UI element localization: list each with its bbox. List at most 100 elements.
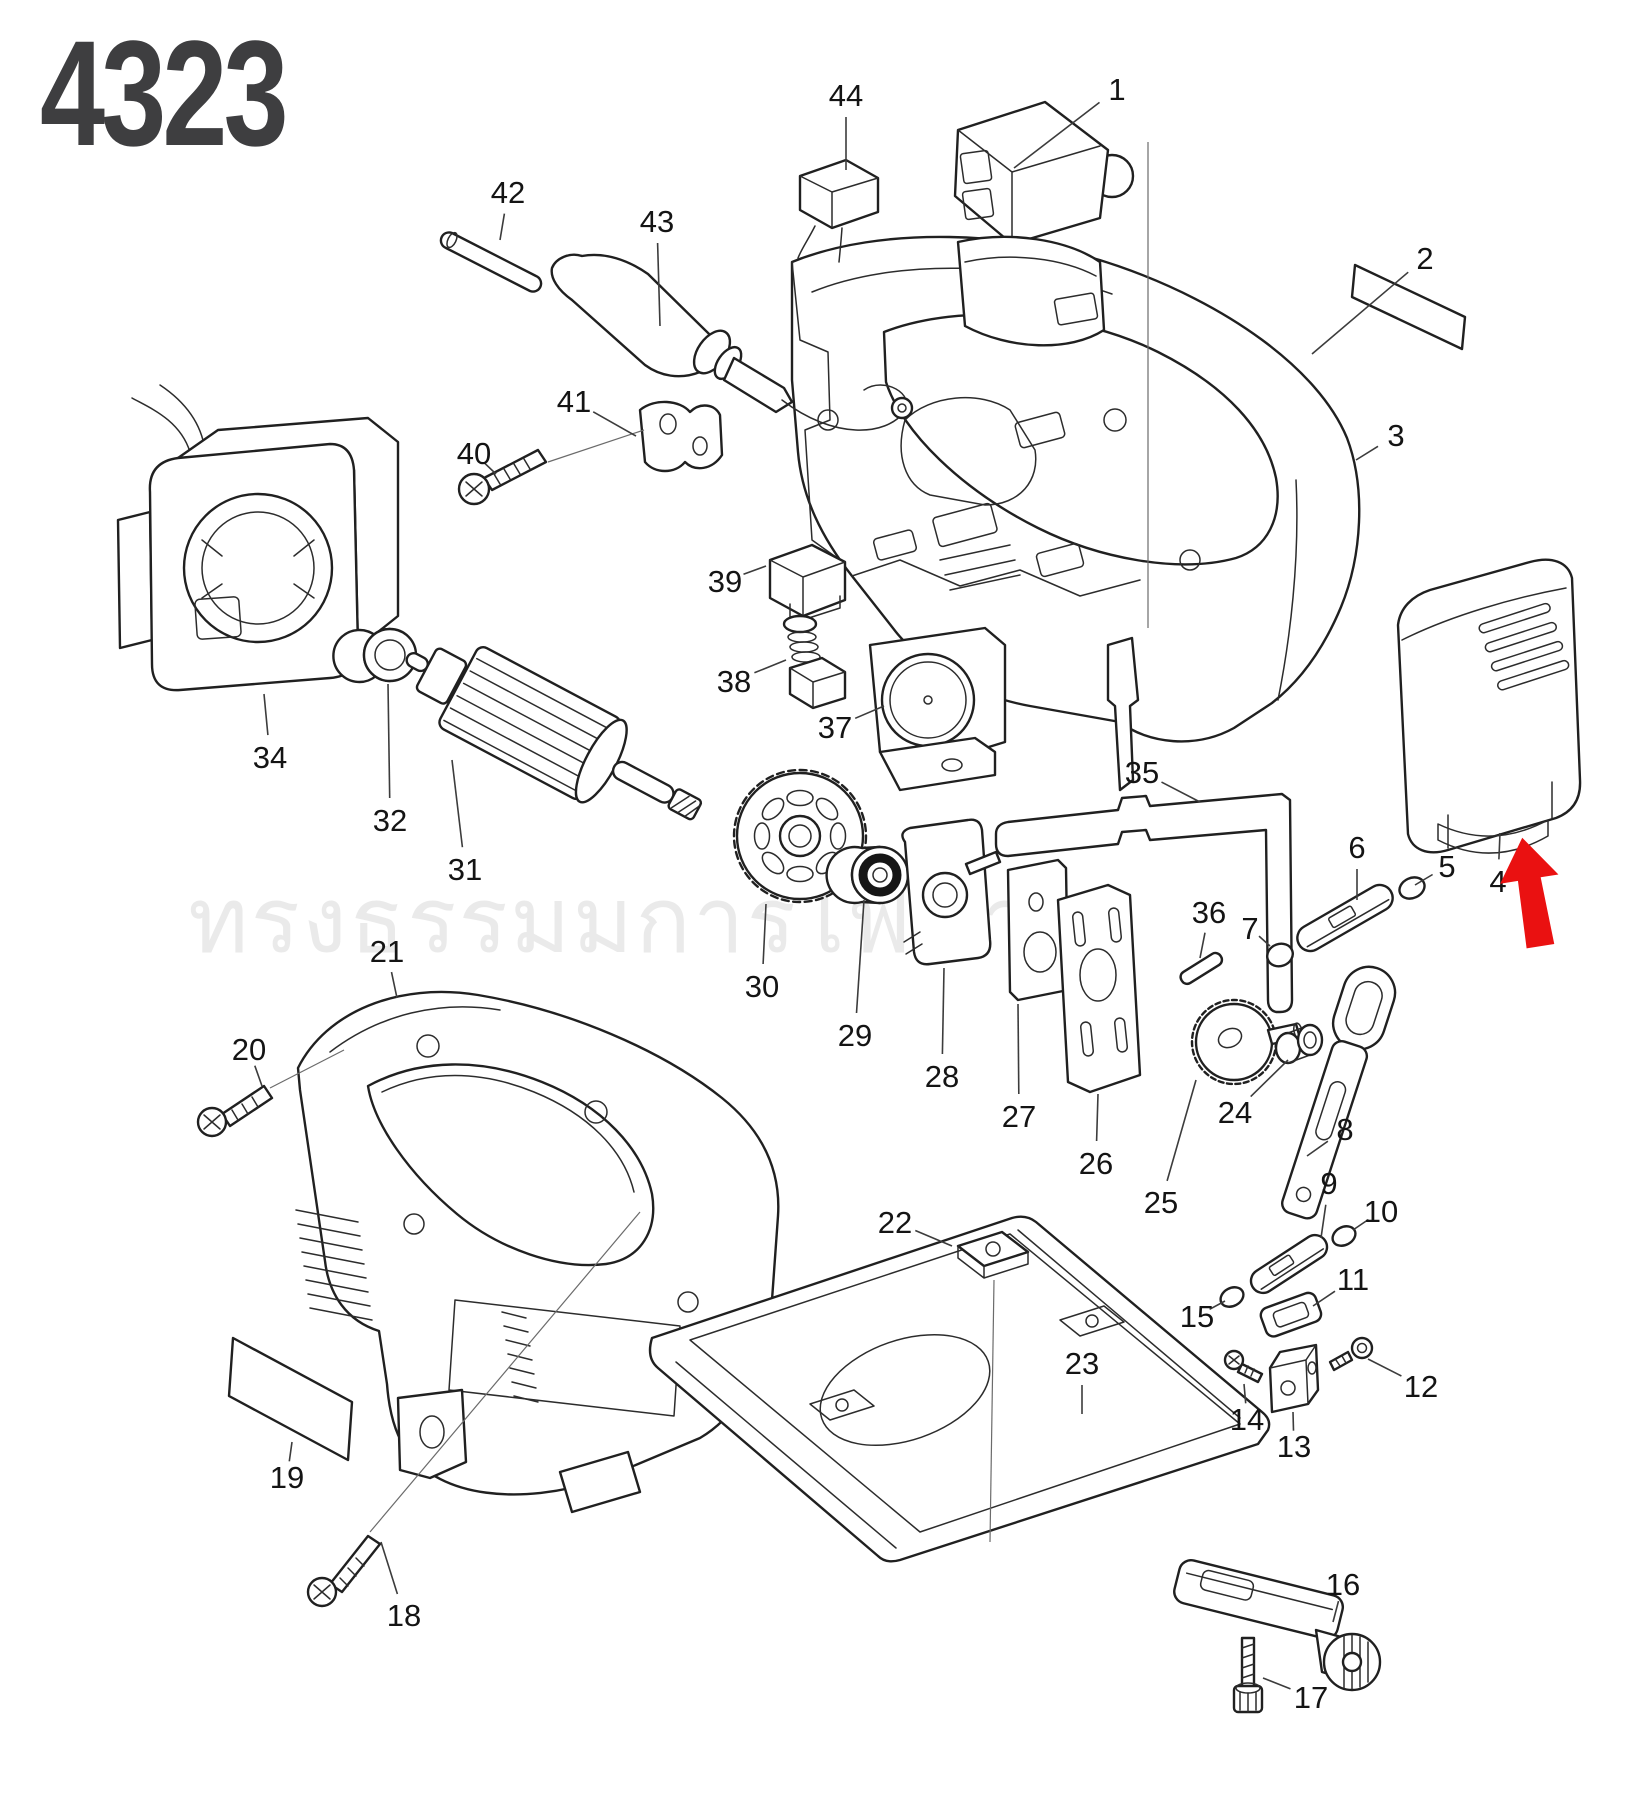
part-bushing-24 — [1274, 1023, 1324, 1065]
part-rear-cover — [1396, 558, 1582, 854]
part-label-39: 39 — [708, 564, 742, 599]
part-label-5: 5 — [1438, 849, 1455, 884]
part-housing-lower — [295, 990, 780, 1514]
part-oring-5 — [1398, 876, 1426, 900]
part-label-21: 21 — [370, 934, 404, 969]
part-screw-40 — [457, 448, 548, 506]
part-label-35: 35 — [1125, 755, 1159, 790]
leader-line-10 — [1352, 1218, 1369, 1231]
leader-line-21 — [390, 971, 398, 999]
part-carbon-brush — [782, 614, 847, 710]
part-label-24: 24 — [1218, 1095, 1252, 1130]
part-label-13: 13 — [1277, 1429, 1311, 1464]
leader-line-13 — [1292, 1411, 1295, 1431]
leader-line-39 — [743, 565, 767, 576]
leader-line-26 — [1095, 1093, 1099, 1142]
part-label-41: 41 — [557, 384, 591, 419]
leader-line-30 — [762, 903, 767, 965]
leader-line-18 — [380, 1541, 399, 1595]
part-screw-17 — [1232, 1636, 1264, 1714]
part-label-20: 20 — [232, 1032, 266, 1067]
leader-line-40 — [483, 461, 497, 475]
part-label-37: 37 — [818, 710, 852, 745]
part-label-29: 29 — [838, 1018, 872, 1053]
part-oring-10 — [1331, 1225, 1357, 1247]
leader-line-43 — [656, 242, 661, 327]
leader-line-37 — [854, 705, 885, 720]
part-label-11: 11 — [1337, 1262, 1369, 1297]
part-rod-42 — [439, 231, 543, 293]
part-label-36: 36 — [1192, 895, 1226, 930]
part-name-plate — [1350, 263, 1467, 351]
part-label-44: 44 — [829, 78, 863, 113]
part-label-sticker — [227, 1336, 354, 1462]
leader-line-29 — [855, 899, 865, 1014]
part-switch — [953, 100, 1135, 347]
leader-line-1 — [1013, 101, 1100, 169]
leader-line-11 — [1312, 1290, 1336, 1307]
part-label-42: 42 — [491, 175, 525, 210]
part-screw-12 — [1328, 1336, 1374, 1372]
part-field-stator — [116, 384, 400, 692]
part-label-27: 27 — [1002, 1099, 1036, 1134]
part-rod-guide — [901, 818, 1002, 966]
leader-line-36 — [1199, 932, 1206, 959]
leader-line-32 — [387, 683, 391, 799]
part-brush-holder — [768, 543, 847, 625]
part-label-3: 3 — [1387, 418, 1404, 453]
part-blade-clamp — [1259, 1291, 1323, 1338]
part-label-9: 9 — [1320, 1166, 1337, 1201]
part-blade-holder — [1173, 1559, 1382, 1692]
part-labels-layer: 1234567891011121314151617181920212223242… — [232, 72, 1507, 1715]
leader-line-3 — [1355, 445, 1379, 461]
leader-line-7 — [1258, 935, 1271, 947]
part-guide-block — [1268, 1343, 1320, 1414]
part-label-28: 28 — [925, 1059, 959, 1094]
leader-line-15 — [1209, 1300, 1226, 1311]
part-label-32: 32 — [373, 803, 407, 838]
leader-line-28 — [941, 967, 945, 1055]
leader-line-20 — [254, 1065, 263, 1087]
leader-line-5 — [1414, 873, 1434, 886]
part-label-38: 38 — [717, 664, 751, 699]
placement-lines — [269, 142, 1149, 1543]
leader-line-16 — [1332, 1600, 1340, 1623]
leader-line-22 — [914, 1229, 953, 1247]
part-plate-26 — [1056, 883, 1142, 1094]
part-label-43: 43 — [640, 204, 674, 239]
leader-line-17 — [1262, 1677, 1291, 1690]
part-base — [648, 1215, 1271, 1563]
leader-line-27 — [1017, 1003, 1020, 1095]
part-label-19: 19 — [270, 1460, 304, 1495]
leader-line-8 — [1306, 1140, 1329, 1157]
page-title: 4323 — [40, 9, 289, 177]
part-label-2: 2 — [1416, 241, 1433, 276]
leader-line-4 — [1498, 832, 1501, 860]
part-screw-14 — [1223, 1349, 1264, 1384]
part-bearing-29 — [825, 845, 910, 905]
part-armature — [405, 646, 703, 821]
part-label-10: 10 — [1364, 1194, 1398, 1229]
part-label-7: 7 — [1241, 911, 1258, 946]
part-label-15: 15 — [1180, 1299, 1214, 1334]
leader-line-25 — [1166, 1079, 1197, 1182]
part-label-34: 34 — [253, 740, 287, 775]
part-label-23: 23 — [1065, 1346, 1099, 1381]
part-label-12: 12 — [1404, 1369, 1438, 1404]
part-label-18: 18 — [387, 1598, 421, 1633]
part-label-4: 4 — [1489, 864, 1506, 899]
part-label-30: 30 — [745, 969, 779, 1004]
highlight-arrow — [1500, 837, 1559, 949]
part-label-6: 6 — [1348, 830, 1365, 865]
part-pin-36 — [1179, 951, 1224, 986]
part-oring-15 — [1219, 1286, 1245, 1308]
part-label-8: 8 — [1336, 1112, 1353, 1147]
leader-line-19 — [288, 1441, 293, 1462]
part-label-26: 26 — [1079, 1146, 1113, 1181]
leader-line-12 — [1367, 1358, 1402, 1377]
part-oring-7 — [1266, 942, 1294, 968]
leader-line-42 — [499, 213, 506, 241]
leader-line-14 — [1243, 1383, 1247, 1404]
leader-line-9 — [1320, 1204, 1327, 1239]
